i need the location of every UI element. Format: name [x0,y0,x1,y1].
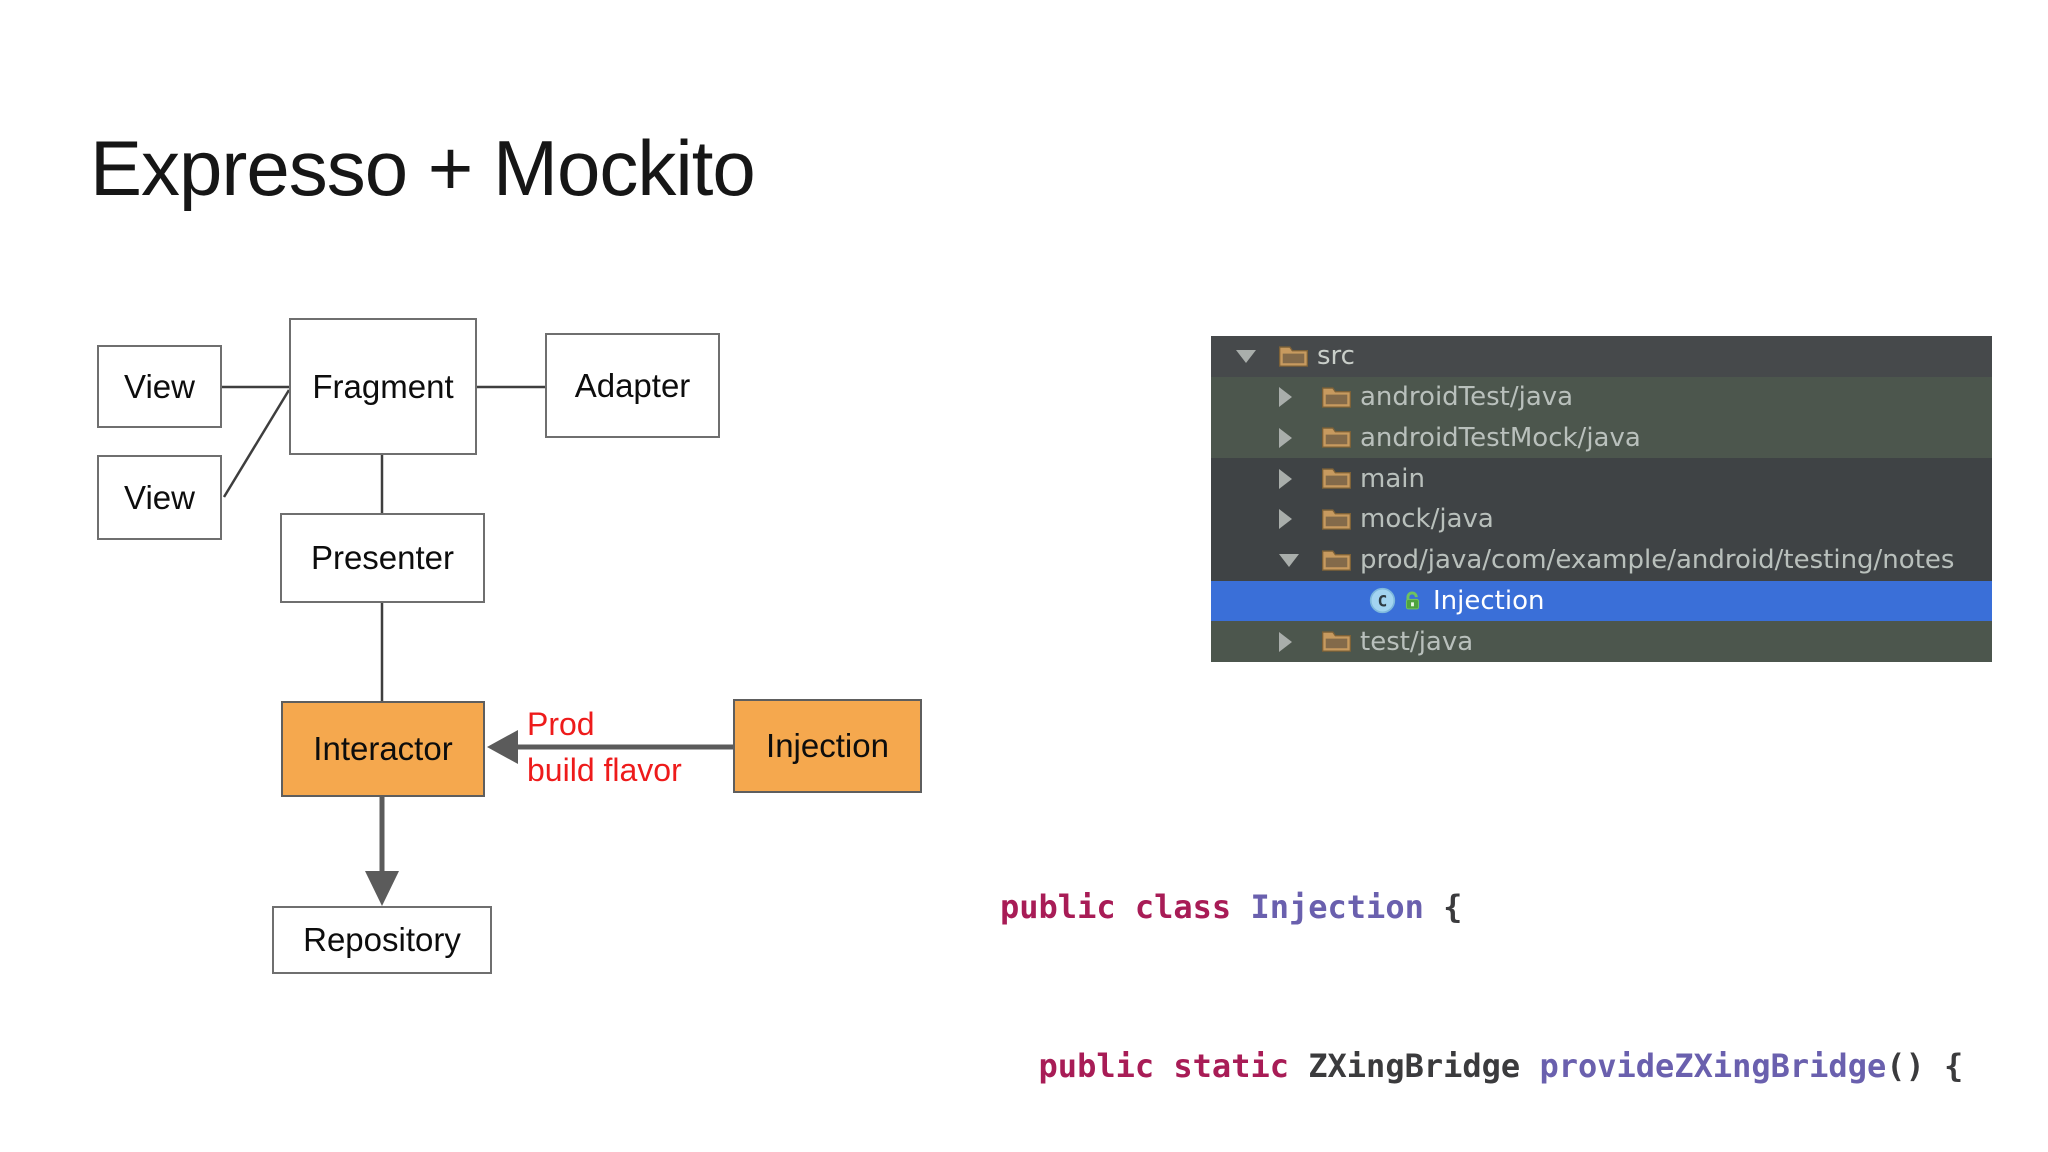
code-token: public class [1000,888,1251,926]
diagram-box-view-bottom: View [97,455,222,540]
box-label: Adapter [574,366,691,404]
diagram-box-adapter: Adapter [545,333,720,438]
tree-row-mock-java[interactable]: mock/java [1211,499,1992,540]
code-token: public static [1000,1047,1309,1085]
tree-row-label[interactable]: test/java [1360,626,1474,657]
connector-view2-fragment [222,389,291,498]
chevron-collapsed-icon[interactable] [1279,509,1321,530]
code-line: public class Injection { [1000,881,1963,934]
tree-row-test-java[interactable]: test/java [1211,621,1992,662]
box-label: Presenter [310,539,455,576]
folder-icon [1321,425,1352,450]
tree-row-label[interactable]: src [1317,341,1355,372]
tree-row-androidTestMock-java[interactable]: androidTestMock/java [1211,417,1992,459]
code-token: provideZXingBridge [1539,1047,1887,1085]
tree-row-main[interactable]: main [1211,458,1992,499]
slide-title: Expresso + Mockito [90,124,756,212]
diagram-box-injection: Injection [733,699,922,793]
arrowhead-down-icon [365,871,399,906]
diagram-box-presenter: Presenter [280,513,485,603]
tree-row-label[interactable]: mock/java [1360,504,1494,535]
chevron-expanded-icon[interactable] [1279,553,1321,567]
code-line: public static ZXingBridge provideZXingBr… [1000,1040,1964,1093]
chevron-collapsed-icon[interactable] [1279,468,1321,489]
project-tree-panel: src androidTest/java androidTestMock/jav… [1211,336,1992,662]
tree-row-label[interactable]: androidTest/java [1360,382,1574,413]
tree-row-injection-selected[interactable]: C Injection [1211,580,1992,622]
folder-icon [1321,548,1352,573]
box-label: Injection [766,727,889,764]
tree-row-prod-path[interactable]: prod/java/com/example/android/testing/no… [1211,540,1992,581]
annotation-line-2: build flavor [527,752,682,788]
tree-row-label[interactable]: Injection [1433,585,1545,616]
build-flavor-annotation: Prod build flavor [527,701,682,793]
box-label: Repository [303,921,461,958]
chevron-collapsed-icon[interactable] [1279,631,1321,652]
code-token: () { [1886,1047,1964,1085]
code-token: { [1423,888,1463,926]
diagram-box-fragment: Fragment [289,318,477,455]
chevron-collapsed-icon[interactable] [1279,427,1321,448]
tree-row-label[interactable]: main [1360,463,1425,494]
tree-row-label[interactable]: prod/java/com/example/android/testing/no… [1360,545,1955,576]
chevron-expanded-icon[interactable] [1236,349,1278,363]
arrowhead-left-icon [487,730,518,764]
code-token: ZXingBridge [1308,1047,1540,1085]
box-label: Interactor [313,730,453,767]
class-icon: C [1369,587,1396,614]
chevron-collapsed-icon[interactable] [1279,387,1321,408]
box-label: View [124,367,195,405]
diagram-box-view-top: View [97,345,222,428]
box-label: Fragment [312,367,454,405]
lock-icon [1402,590,1423,611]
folder-icon [1278,344,1309,369]
folder-icon [1321,507,1352,532]
code-snippet: public class Injection { public static Z… [1000,775,1963,1152]
folder-icon [1321,629,1352,654]
tree-row-src[interactable]: src [1211,336,1992,377]
svg-text:C: C [1378,592,1388,611]
diagram-box-interactor: Interactor [281,701,485,797]
tree-row-label[interactable]: androidTestMock/java [1360,422,1641,453]
tree-row-androidTest-java[interactable]: androidTest/java [1211,376,1992,418]
code-token: Injection [1250,888,1424,926]
diagram-box-repository: Repository [272,906,492,974]
folder-icon [1321,385,1352,410]
box-label: View [124,478,195,516]
folder-icon [1321,466,1352,491]
annotation-line-1: Prod [527,706,595,742]
